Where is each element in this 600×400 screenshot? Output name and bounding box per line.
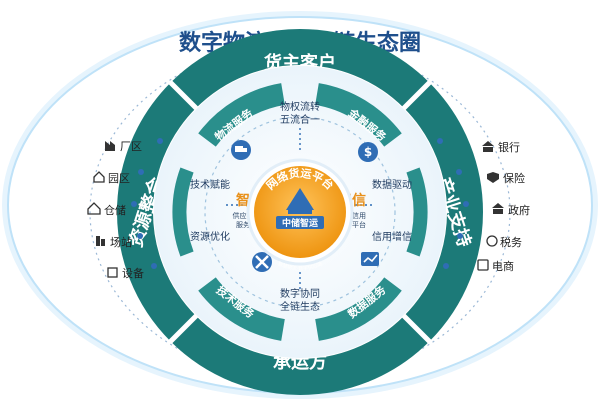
government-icon [492,203,504,214]
logo-badge [276,216,324,229]
svg-text:保险: 保险 [503,171,525,185]
label-data-driven: 数据驱动 [372,178,412,191]
connector-bottom-line2: 全链生态 [280,300,320,313]
right-ring-dots [437,138,469,269]
right-item-government: 政府 [492,203,530,217]
connector-top-line2: 五流合一 [280,113,320,126]
connector-arrows [226,128,374,290]
right-item-ecommerce: 电商 [477,259,514,273]
connector-top-line1: 物权流转 [280,100,320,113]
chart-icon [361,252,379,266]
svg-text:政府: 政府 [508,203,530,217]
center-logo-text: 中储智运 [282,217,319,229]
logo-icon [286,188,314,214]
dollar-icon: $ [358,142,378,162]
section-ring [117,29,483,395]
left-ring-dots [131,138,163,269]
right-item-insurance: 保险 [487,171,525,185]
park-icon [93,171,105,183]
factory-icon [105,141,115,151]
svg-text:仓储: 仓储 [104,203,126,217]
svg-text:$: $ [364,145,372,159]
svg-text:设备: 设备 [122,266,144,280]
tax-icon [486,235,498,247]
left-item-park: 园区 [93,171,130,185]
right-item-tax: 税务 [486,235,522,249]
connector-bottom-line1: 数字协同 [280,287,320,300]
quadrant-bands [198,83,402,341]
left-item-equipment: 设备 [107,266,144,280]
dotted-ring [89,43,511,381]
svg-text:银行: 银行 [498,140,520,154]
bank-icon [482,141,494,152]
left-item-station: 场站 [96,235,132,249]
station-icon [96,236,100,246]
left-item-warehouse: 仓储 [87,202,126,217]
svg-text:电商: 电商 [492,259,514,273]
wrench-icon [252,252,272,272]
label-tech-empower: 技术赋能 [190,178,230,191]
right-item-bank: 银行 [482,140,520,154]
svg-text:场站: 场站 [110,235,132,249]
label-credit-boost: 信用增信 [372,230,412,243]
label-resource-optimize: 资源优化 [190,230,230,243]
side-bands [172,167,428,257]
equipment-icon [107,267,118,278]
svg-text:园区: 园区 [108,172,130,185]
inner-dashed-ring [204,116,396,308]
truck-icon [231,140,251,160]
svg-text:厂区: 厂区 [120,140,142,153]
insurance-icon [487,172,499,183]
svg-text:税务: 税务 [500,235,522,249]
warehouse-icon [87,202,101,215]
left-item-factory: 厂区 [105,140,142,153]
ecommerce-icon [477,259,489,271]
